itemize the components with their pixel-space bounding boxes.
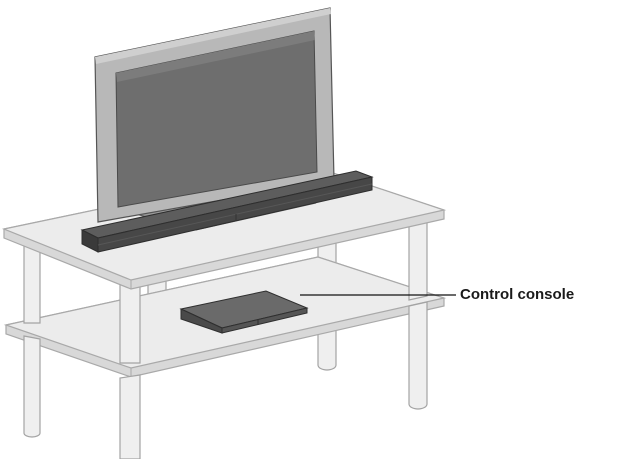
control-console [179, 290, 309, 334]
front-left-leg [23, 244, 41, 438]
soundbar [80, 170, 374, 253]
front-right-leg [408, 219, 428, 410]
tv [94, 7, 335, 223]
control-console-label: Control console [460, 286, 575, 303]
front-middle-leg [119, 271, 141, 459]
